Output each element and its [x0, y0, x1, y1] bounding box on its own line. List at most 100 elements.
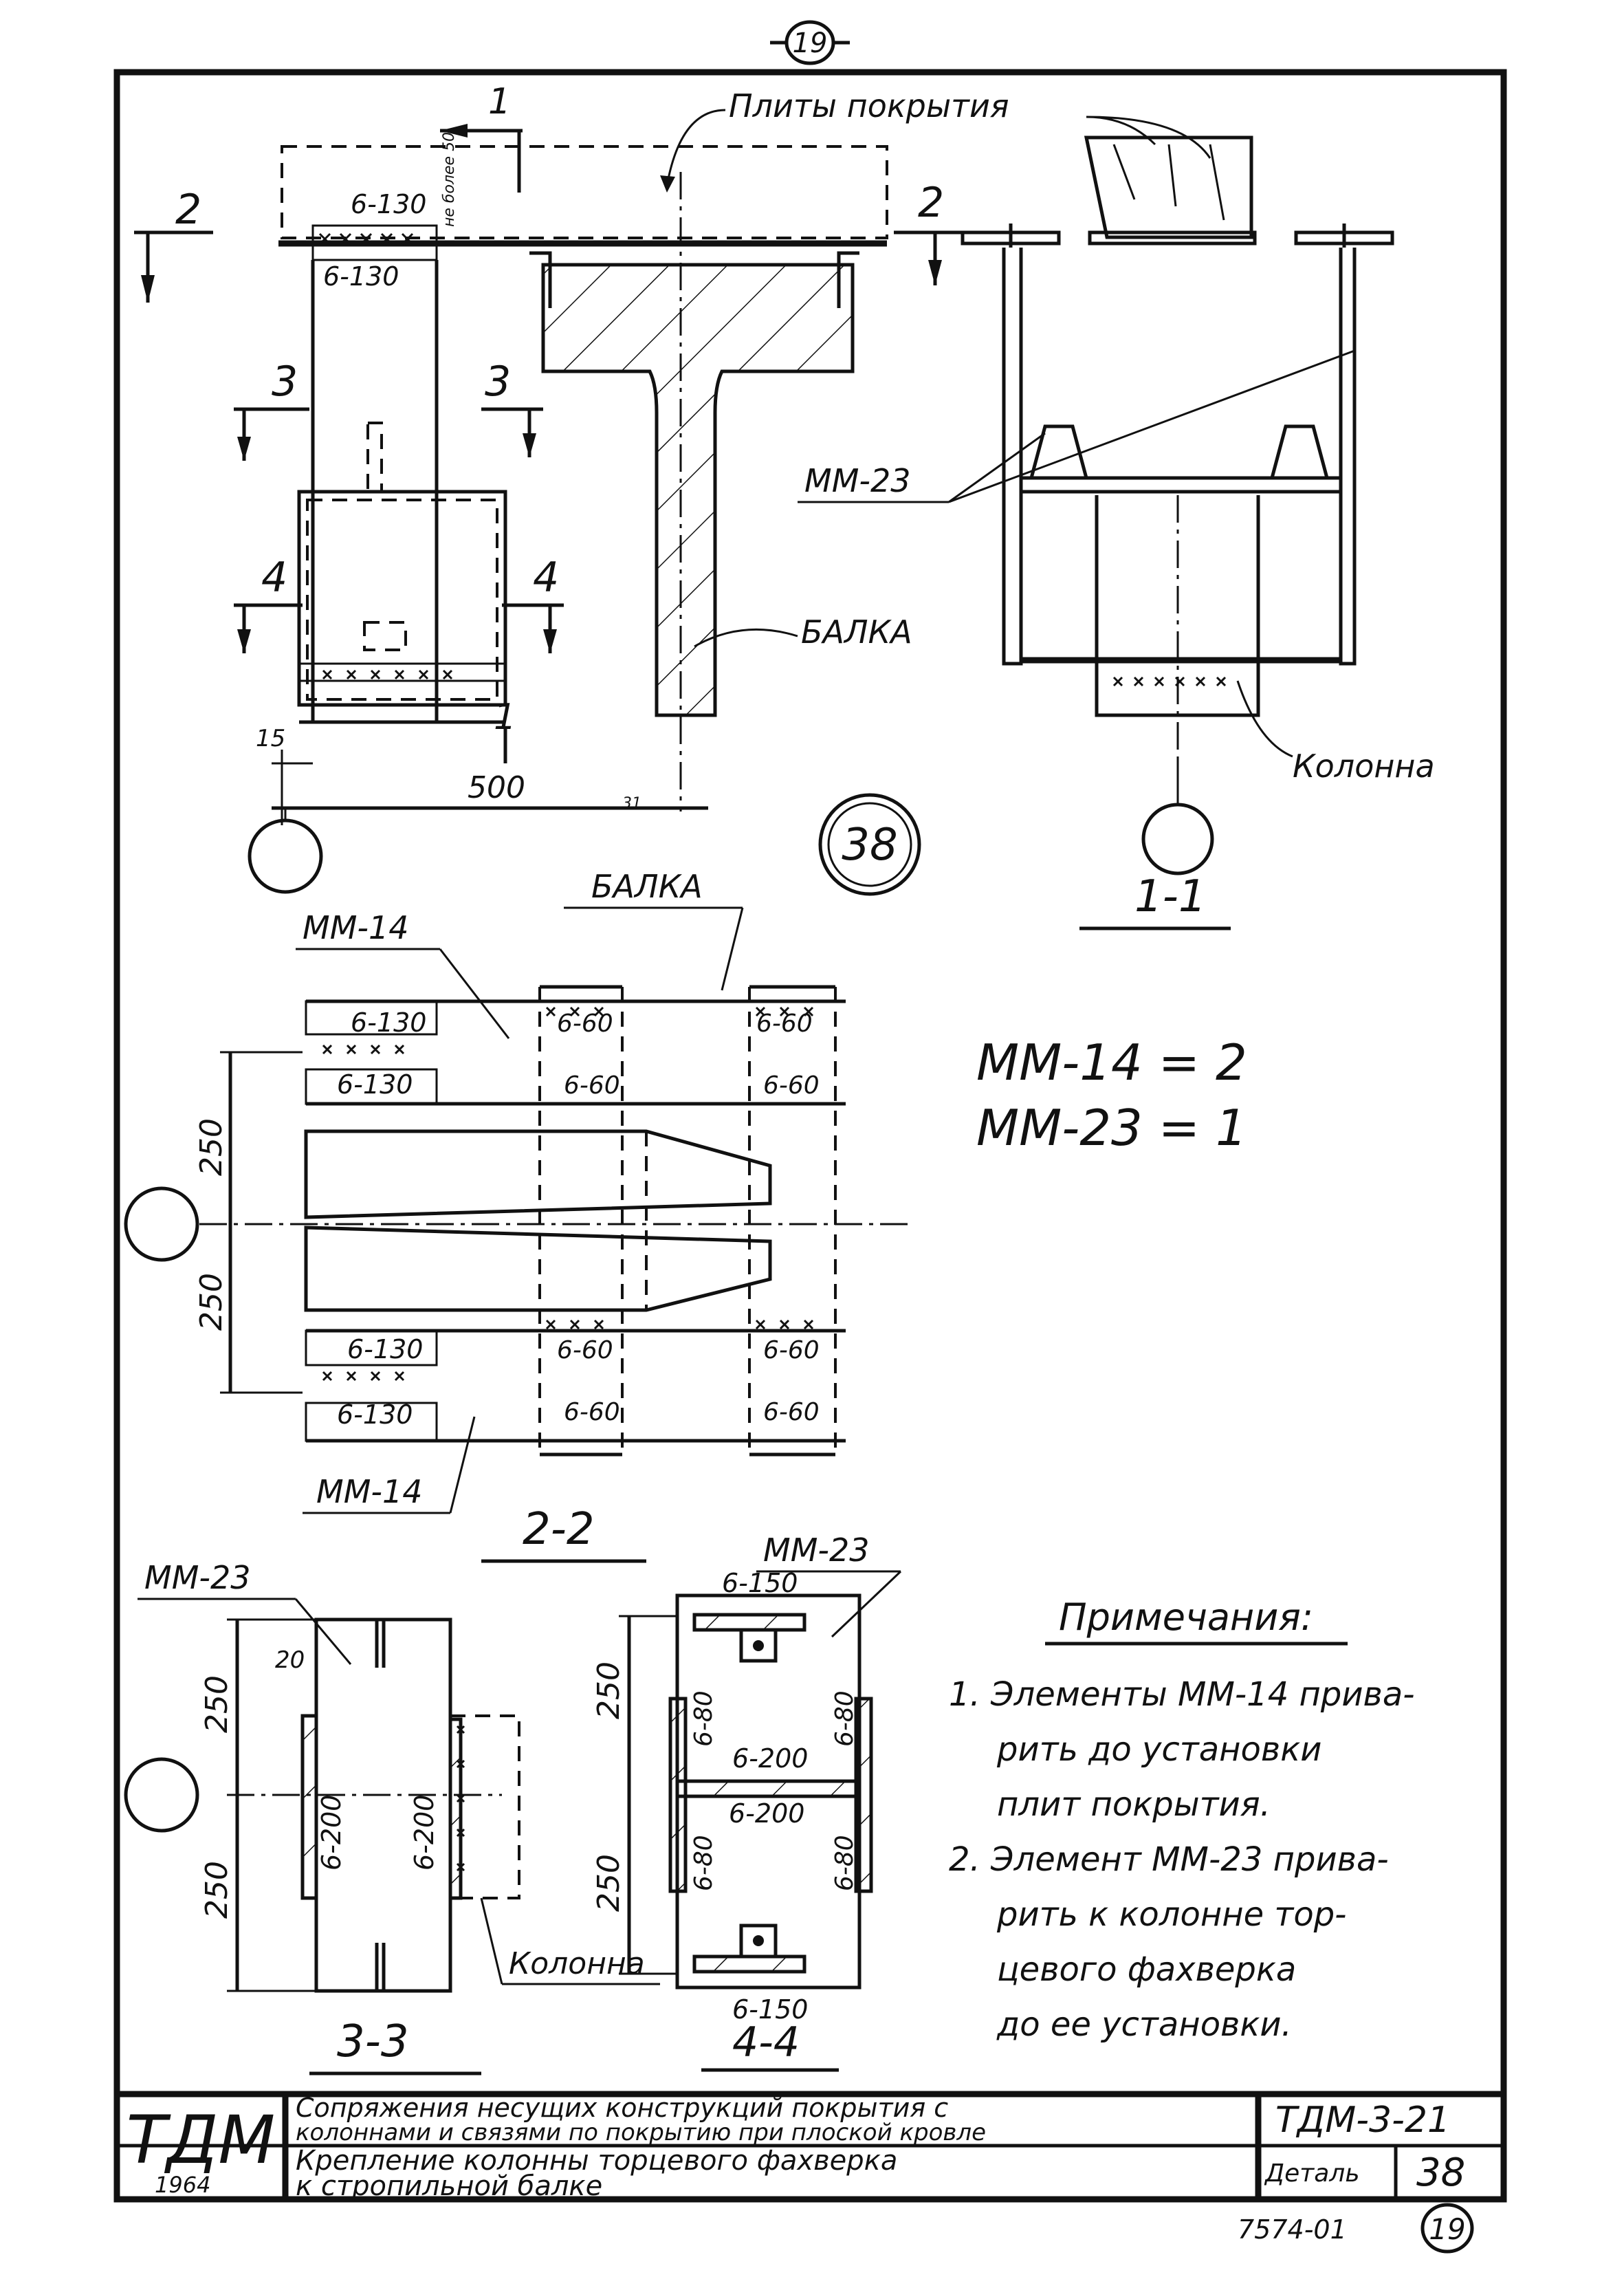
title-block-title-2: колоннами и связями по покрытию при плос… [296, 2119, 986, 2146]
plan-weld-6-130-b: 6-130 [337, 1069, 413, 1100]
title-block-year: 1964 [155, 2172, 210, 2198]
cut-mark-1-top: 1 [440, 81, 523, 193]
plan-weld-6-60-b: 6-60 [756, 1010, 813, 1038]
note-line-5: рить к колонне тор- [996, 1895, 1347, 1934]
notes-block: Примечания: 1. Элементы ММ-14 прива- рит… [949, 1595, 1415, 2044]
plan-weld-6-60-f: 6-60 [763, 1336, 820, 1364]
note-line-1: 1. Элементы ММ-14 прива- [949, 1675, 1415, 1714]
title-block-subtitle-1: Крепление колонны торцевого фахверка [296, 2145, 897, 2177]
plan-weld-6-60-h: 6-60 [763, 1398, 820, 1426]
plan-weld-6-60-a: 6-60 [557, 1010, 613, 1038]
cut-mark-4-right: 4 [502, 554, 564, 653]
elevation-view: 6-130 6-130 не более 50 500 3 1 15 [134, 81, 1009, 894]
s44-weld-6-150-bottom: 6-150 [732, 1994, 808, 2025]
note-line-6: цевого фахверка [997, 1950, 1296, 1989]
mm14-plate-1 [305, 1000, 438, 1036]
column-head [297, 490, 507, 707]
mm14-plate-3 [305, 1329, 438, 1366]
title-block-code: ТДМ-3-21 [1275, 2100, 1450, 2141]
s44-weld-6-200-bottom: 6-200 [729, 1798, 804, 1829]
mm14-plate-4 [305, 1402, 438, 1442]
plan-weld-6-130-d: 6-130 [337, 1399, 413, 1430]
section-title-1-1: 1-1 [1134, 871, 1207, 922]
beam-section [541, 263, 855, 717]
tapered-element-bottom [304, 1225, 772, 1312]
label-roof-slabs: Плиты покрытия [729, 87, 1009, 124]
title-block-subtitle-2: к стропильной балке [296, 2170, 602, 2202]
s44-weld-6-80-a: 6-80 [690, 1690, 718, 1747]
dim-note-not-more-50: не более 50 [441, 132, 458, 227]
section-4-4: 6-80 6-80 6-80 6-80 6-200 6-200 6-150 6-… [591, 1532, 902, 2072]
s44-weld-6-200-top: 6-200 [732, 1743, 808, 1774]
axis-bubble-3-3 [124, 1757, 199, 1833]
cut-mark-1-bottom-label: 1 [494, 697, 516, 738]
detail-number-text: 38 [842, 820, 897, 871]
note-line-7: до ее установки. [996, 2005, 1292, 2044]
roof-slab-outline [281, 145, 888, 239]
notes-title: Примечания: [1059, 1595, 1313, 1639]
cut-mark-2-right: 2 [894, 179, 963, 285]
cut-mark-2-right-label: 2 [918, 179, 944, 227]
section-title-3-3: 3-3 [337, 2016, 409, 2067]
cut-mark-4-left: 4 [234, 554, 303, 653]
note-line-2: рить до установки [996, 1730, 1321, 1769]
cut-mark-4-left-label: 4 [261, 554, 287, 602]
sheet-frame [113, 69, 1507, 2203]
s33-weld-6-200-right: 6-200 [409, 1795, 439, 1871]
s33-dim-250-bottom: 250 [199, 1861, 234, 1919]
s44-weld-6-80-d: 6-80 [831, 1835, 859, 1891]
s44-dim-250-bottom: 250 [591, 1854, 626, 1912]
s44-weld-6-150-top: 6-150 [722, 1568, 798, 1598]
cut-mark-3-left: 3 [234, 358, 309, 461]
section-title-2-2: 2-2 [523, 1504, 595, 1555]
label-mm14-top: ММ-14 [303, 909, 409, 946]
note-line-4: 2. Элемент ММ-23 прива- [949, 1840, 1389, 1879]
cut-mark-2-left-label: 2 [175, 186, 201, 234]
note-line-3: плит покрытия. [997, 1785, 1271, 1824]
page-number-bottom-circle [1420, 2203, 1474, 2254]
title-block-detail-label: Деталь [1264, 2159, 1360, 2188]
cut-mark-1-top-label: 1 [488, 81, 511, 122]
plan-dim-250-bottom: 250 [194, 1273, 229, 1331]
plan-dim-250-top: 250 [194, 1118, 229, 1176]
axis-bubble-1-1 [1141, 803, 1214, 875]
plan-weld-6-60-g: 6-60 [564, 1398, 620, 1426]
cut-mark-3-right: 3 [481, 358, 543, 457]
dim-500: 500 [468, 770, 525, 805]
tapered-element-top [304, 1129, 772, 1219]
cut-mark-1-bottom: 1 [494, 697, 516, 763]
plan-weld-6-60-e: 6-60 [557, 1336, 613, 1364]
label-mm23-33: ММ-23 [144, 1559, 251, 1596]
cut-mark-3-left-label: 3 [272, 358, 298, 406]
s33-weld-6-200-left: 6-200 [316, 1795, 347, 1871]
label-beam: БАЛКА [801, 613, 912, 651]
s33-dim-20: 20 [275, 1646, 305, 1674]
label-mm14-bottom: ММ-14 [316, 1473, 423, 1510]
dim-15: 15 [256, 725, 285, 752]
detail-number-circle: 38 [818, 793, 921, 896]
weld-label-6-130-bottom: 6-130 [323, 261, 399, 292]
weld-label-6-130-top: 6-130 [351, 189, 426, 219]
plan-weld-6-60-c: 6-60 [564, 1071, 620, 1100]
mm14-plate-2 [305, 1068, 438, 1105]
section-title-4-4: 4-4 [732, 2018, 800, 2067]
quantities-block: ММ-14 = 2 ММ-23 = 1 [976, 1034, 1247, 1157]
plan-weld-6-130-c: 6-130 [347, 1334, 423, 1364]
title-block: ТДМ 1964 Сопряжения несущих конструкций … [117, 2091, 1504, 2202]
cut-mark-4-right-label: 4 [533, 554, 559, 602]
title-block-logo: ТДМ [127, 2102, 275, 2179]
mm14-plate [311, 224, 438, 261]
s44-weld-6-80-b: 6-80 [831, 1690, 859, 1747]
section-3-3: 6-200 6-200 250 250 20 ММ-23 Колонна 3-3 [124, 1559, 660, 2076]
page-number-top: 19 [770, 20, 850, 65]
title-block-detail-number: 38 [1416, 2150, 1465, 2195]
label-mm23-section: ММ-23 [804, 462, 911, 499]
label-column-33: Колонна [509, 1946, 645, 1981]
s44-weld-6-80-c: 6-80 [690, 1835, 718, 1891]
axis-bubble-elevation [248, 818, 323, 894]
s44-dim-250-top: 250 [591, 1662, 626, 1719]
axis-bubble-2-2 [124, 1186, 199, 1262]
quantity-mm23: ММ-23 = 1 [976, 1099, 1247, 1157]
section-1-1: ММ-23 Колонна 1-1 [798, 116, 1435, 930]
